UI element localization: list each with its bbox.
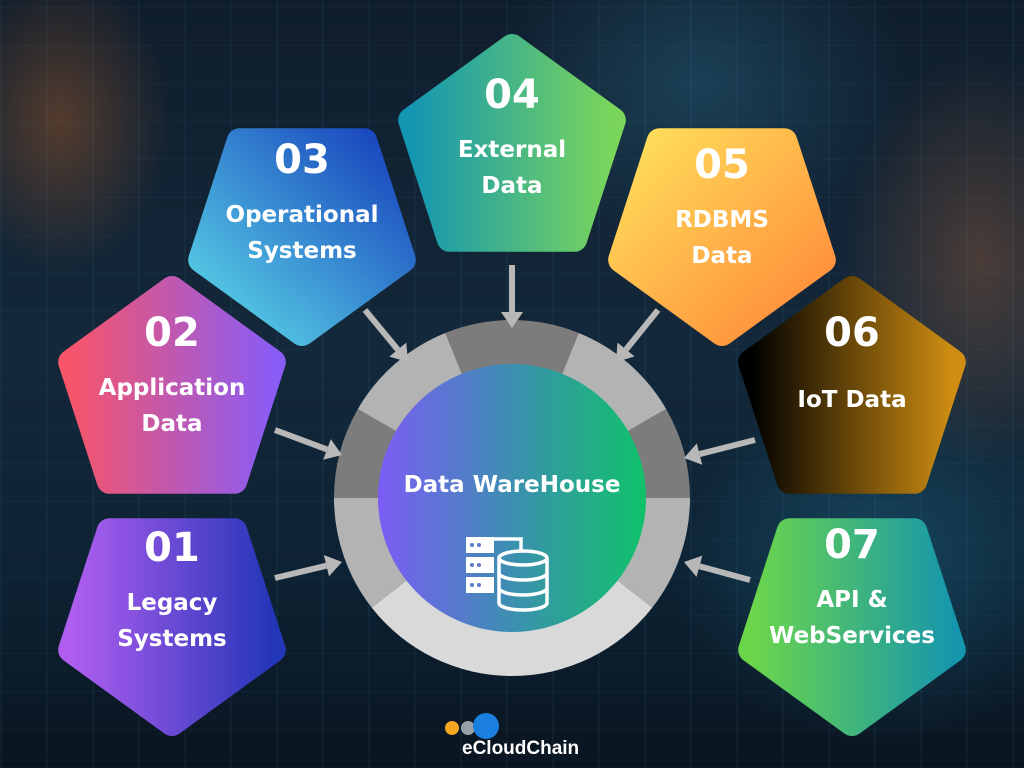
ring-segment — [371, 578, 653, 676]
source-label: API & WebServices — [732, 582, 972, 654]
source-label-line: API & — [816, 587, 888, 613]
ring-segment — [560, 332, 667, 433]
source-number: 04 — [484, 72, 540, 118]
logo: eCloudChain — [442, 712, 592, 768]
source-number: 02 — [144, 310, 200, 356]
ring-segment — [614, 498, 690, 608]
source-number: 06 — [824, 310, 880, 356]
source-number: 05 — [694, 142, 750, 188]
source-label: RDBMS Data — [602, 202, 842, 274]
arrow — [362, 308, 408, 362]
source-label-line: IoT Data — [797, 387, 907, 413]
source-pentagon-01 — [58, 518, 286, 736]
source-number: 01 — [144, 525, 200, 571]
logo-text: eCloudChain — [462, 738, 580, 759]
arrow — [616, 308, 661, 362]
source-number: 03 — [274, 137, 330, 183]
source-label-line: Systems — [117, 626, 227, 652]
arrow — [273, 427, 342, 460]
source-label-line: Data — [481, 173, 543, 199]
source-label-line: Data — [141, 411, 203, 437]
arrow — [684, 437, 756, 465]
source-label-line: WebServices — [769, 623, 935, 649]
warehouse-ring — [334, 320, 690, 676]
ring-segment — [357, 332, 464, 433]
source-pentagon-05 — [608, 128, 836, 346]
arrow — [274, 555, 342, 581]
warehouse-core-circle — [378, 364, 646, 632]
logo-chain-icon — [445, 713, 499, 739]
source-label-line: External — [457, 137, 567, 163]
arrow — [684, 555, 751, 583]
source-pentagon-07 — [738, 518, 966, 736]
source-pentagon-03 — [188, 128, 416, 346]
source-shapes — [58, 34, 966, 736]
source-pentagon-02 — [58, 276, 286, 494]
source-label-line: Data — [691, 243, 753, 269]
arrow — [501, 265, 523, 328]
ring-segment — [334, 498, 410, 608]
source-pentagon-04 — [398, 34, 626, 252]
source-number: 07 — [824, 522, 880, 568]
source-label: IoT Data — [732, 382, 972, 418]
source-pentagon-06 — [738, 276, 966, 494]
source-label-line: RDBMS — [675, 207, 769, 233]
source-label-line: Legacy — [126, 590, 218, 616]
source-label-line: Operational — [225, 202, 379, 228]
database-server-icon — [466, 537, 549, 612]
warehouse-title: Data WareHouse — [403, 472, 621, 498]
source-label-line: Application — [98, 375, 246, 401]
source-label-line: Systems — [247, 238, 357, 264]
ring-segment — [445, 320, 579, 378]
arrows — [273, 265, 756, 583]
